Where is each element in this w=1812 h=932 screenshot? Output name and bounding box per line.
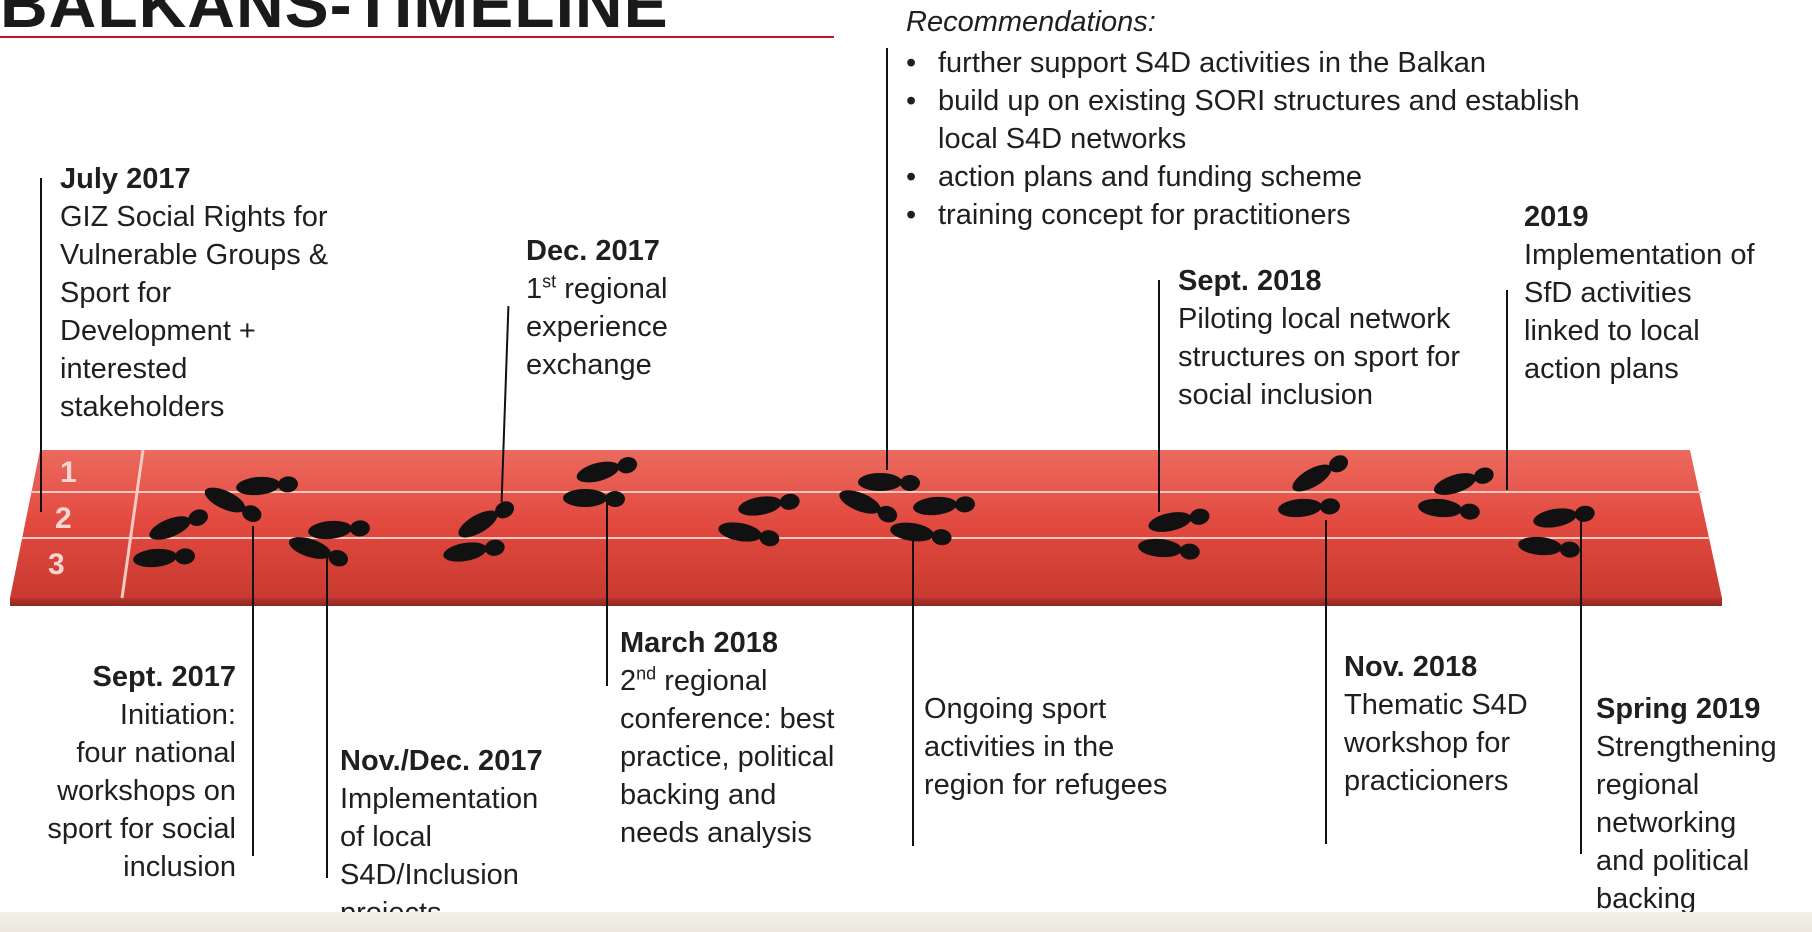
footprint-icon <box>858 473 920 491</box>
event-spring-2019: Spring 2019 Strengthening regional netwo… <box>1596 693 1777 915</box>
lane-number-1: 1 <box>60 456 77 489</box>
recommendation-item: •action plans and funding scheme <box>906 158 1580 196</box>
connector-line <box>40 178 42 512</box>
connector-line <box>1158 280 1160 512</box>
start-line <box>120 449 145 599</box>
bullet-icon: • <box>906 47 917 79</box>
connector-line <box>606 500 608 686</box>
bullet-icon: • <box>906 85 917 117</box>
lane-number-3: 3 <box>48 548 65 581</box>
connector-line <box>1325 520 1327 844</box>
bullet-icon: • <box>906 161 917 193</box>
bullet-icon: • <box>906 199 917 231</box>
title-underline <box>0 36 834 38</box>
recommendations-list: •further support S4D activities in the B… <box>906 44 1580 234</box>
track-surface <box>10 450 1722 598</box>
track-edge <box>10 598 1722 606</box>
recommendation-item: •training concept for practitioners <box>906 196 1580 234</box>
connector-line <box>1506 290 1508 490</box>
page-title: BALKANS-TIMELINE <box>0 0 669 41</box>
event-march-2018: March 2018 2nd regional conference: best… <box>620 627 835 849</box>
event-sept-2017: Sept. 2017 Initiation: four national wor… <box>47 661 236 883</box>
connector-line <box>1580 520 1582 854</box>
event-2019: 2019 Implementation of SfD activities li… <box>1524 201 1755 385</box>
recommendation-item-continuation: local S4D networks <box>938 123 1187 155</box>
event-sept-2018: Sept. 2018 Piloting local network struct… <box>1178 265 1461 411</box>
lane-number-2: 2 <box>55 502 72 535</box>
connector-line <box>326 548 328 878</box>
event-nov-dec-2017: Nov./Dec. 2017 Implementation of local S… <box>340 745 543 929</box>
connector-line <box>886 48 888 470</box>
event-ongoing-activities: Ongoing sport activities in the region f… <box>924 693 1168 801</box>
connector-line <box>252 526 254 856</box>
recommendations-heading: Recommendations: <box>906 6 1156 38</box>
running-track: 1 2 3 <box>10 449 1722 606</box>
event-dec-2017: Dec. 2017 1st regional experience exchan… <box>526 235 668 381</box>
recommendation-item: •build up on existing SORI structures an… <box>906 82 1580 120</box>
recommendation-item: •further support S4D activities in the B… <box>906 44 1580 82</box>
connector-line <box>912 530 914 846</box>
footprint-icon <box>563 489 625 507</box>
event-nov-2018: Nov. 2018 Thematic S4D workshop for prac… <box>1344 651 1528 797</box>
footer-band <box>0 912 1812 932</box>
event-july-2017: July 2017 GIZ Social Rights for Vulnerab… <box>60 163 329 423</box>
